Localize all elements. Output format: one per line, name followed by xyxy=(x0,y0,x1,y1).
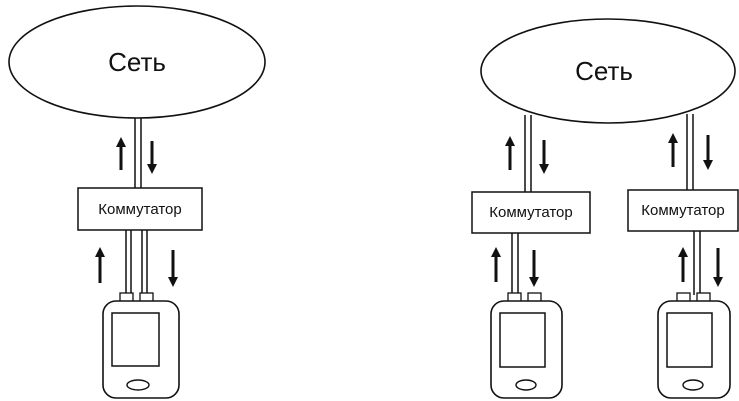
right-device-b-button xyxy=(682,379,704,391)
right-switch-b-box xyxy=(627,189,739,232)
left-device-screen xyxy=(111,312,160,367)
left-switch-label: Коммутатор xyxy=(98,201,181,218)
right-switch-a-label: Коммутатор xyxy=(489,204,572,221)
left-device xyxy=(102,292,180,399)
right-device-b xyxy=(657,292,731,399)
left-scenario: Сеть Коммутатор xyxy=(8,5,266,399)
right-switch-b-label: Коммутатор xyxy=(641,202,724,219)
left-network-label: Сеть xyxy=(108,47,166,77)
right-network-label: Сеть xyxy=(575,56,633,86)
right-device-b-screen xyxy=(666,312,713,368)
right-device-a-button xyxy=(515,379,537,391)
right-switch-a-box xyxy=(471,191,591,234)
right-device-a xyxy=(490,292,563,399)
left-network-ellipse xyxy=(8,5,266,119)
right-network-ellipse xyxy=(480,18,736,124)
right-scenario: Сеть Коммутатор Коммутатор xyxy=(471,18,739,399)
left-device-button xyxy=(126,379,150,391)
right-device-a-screen xyxy=(499,312,546,368)
left-switch-box xyxy=(77,187,203,231)
